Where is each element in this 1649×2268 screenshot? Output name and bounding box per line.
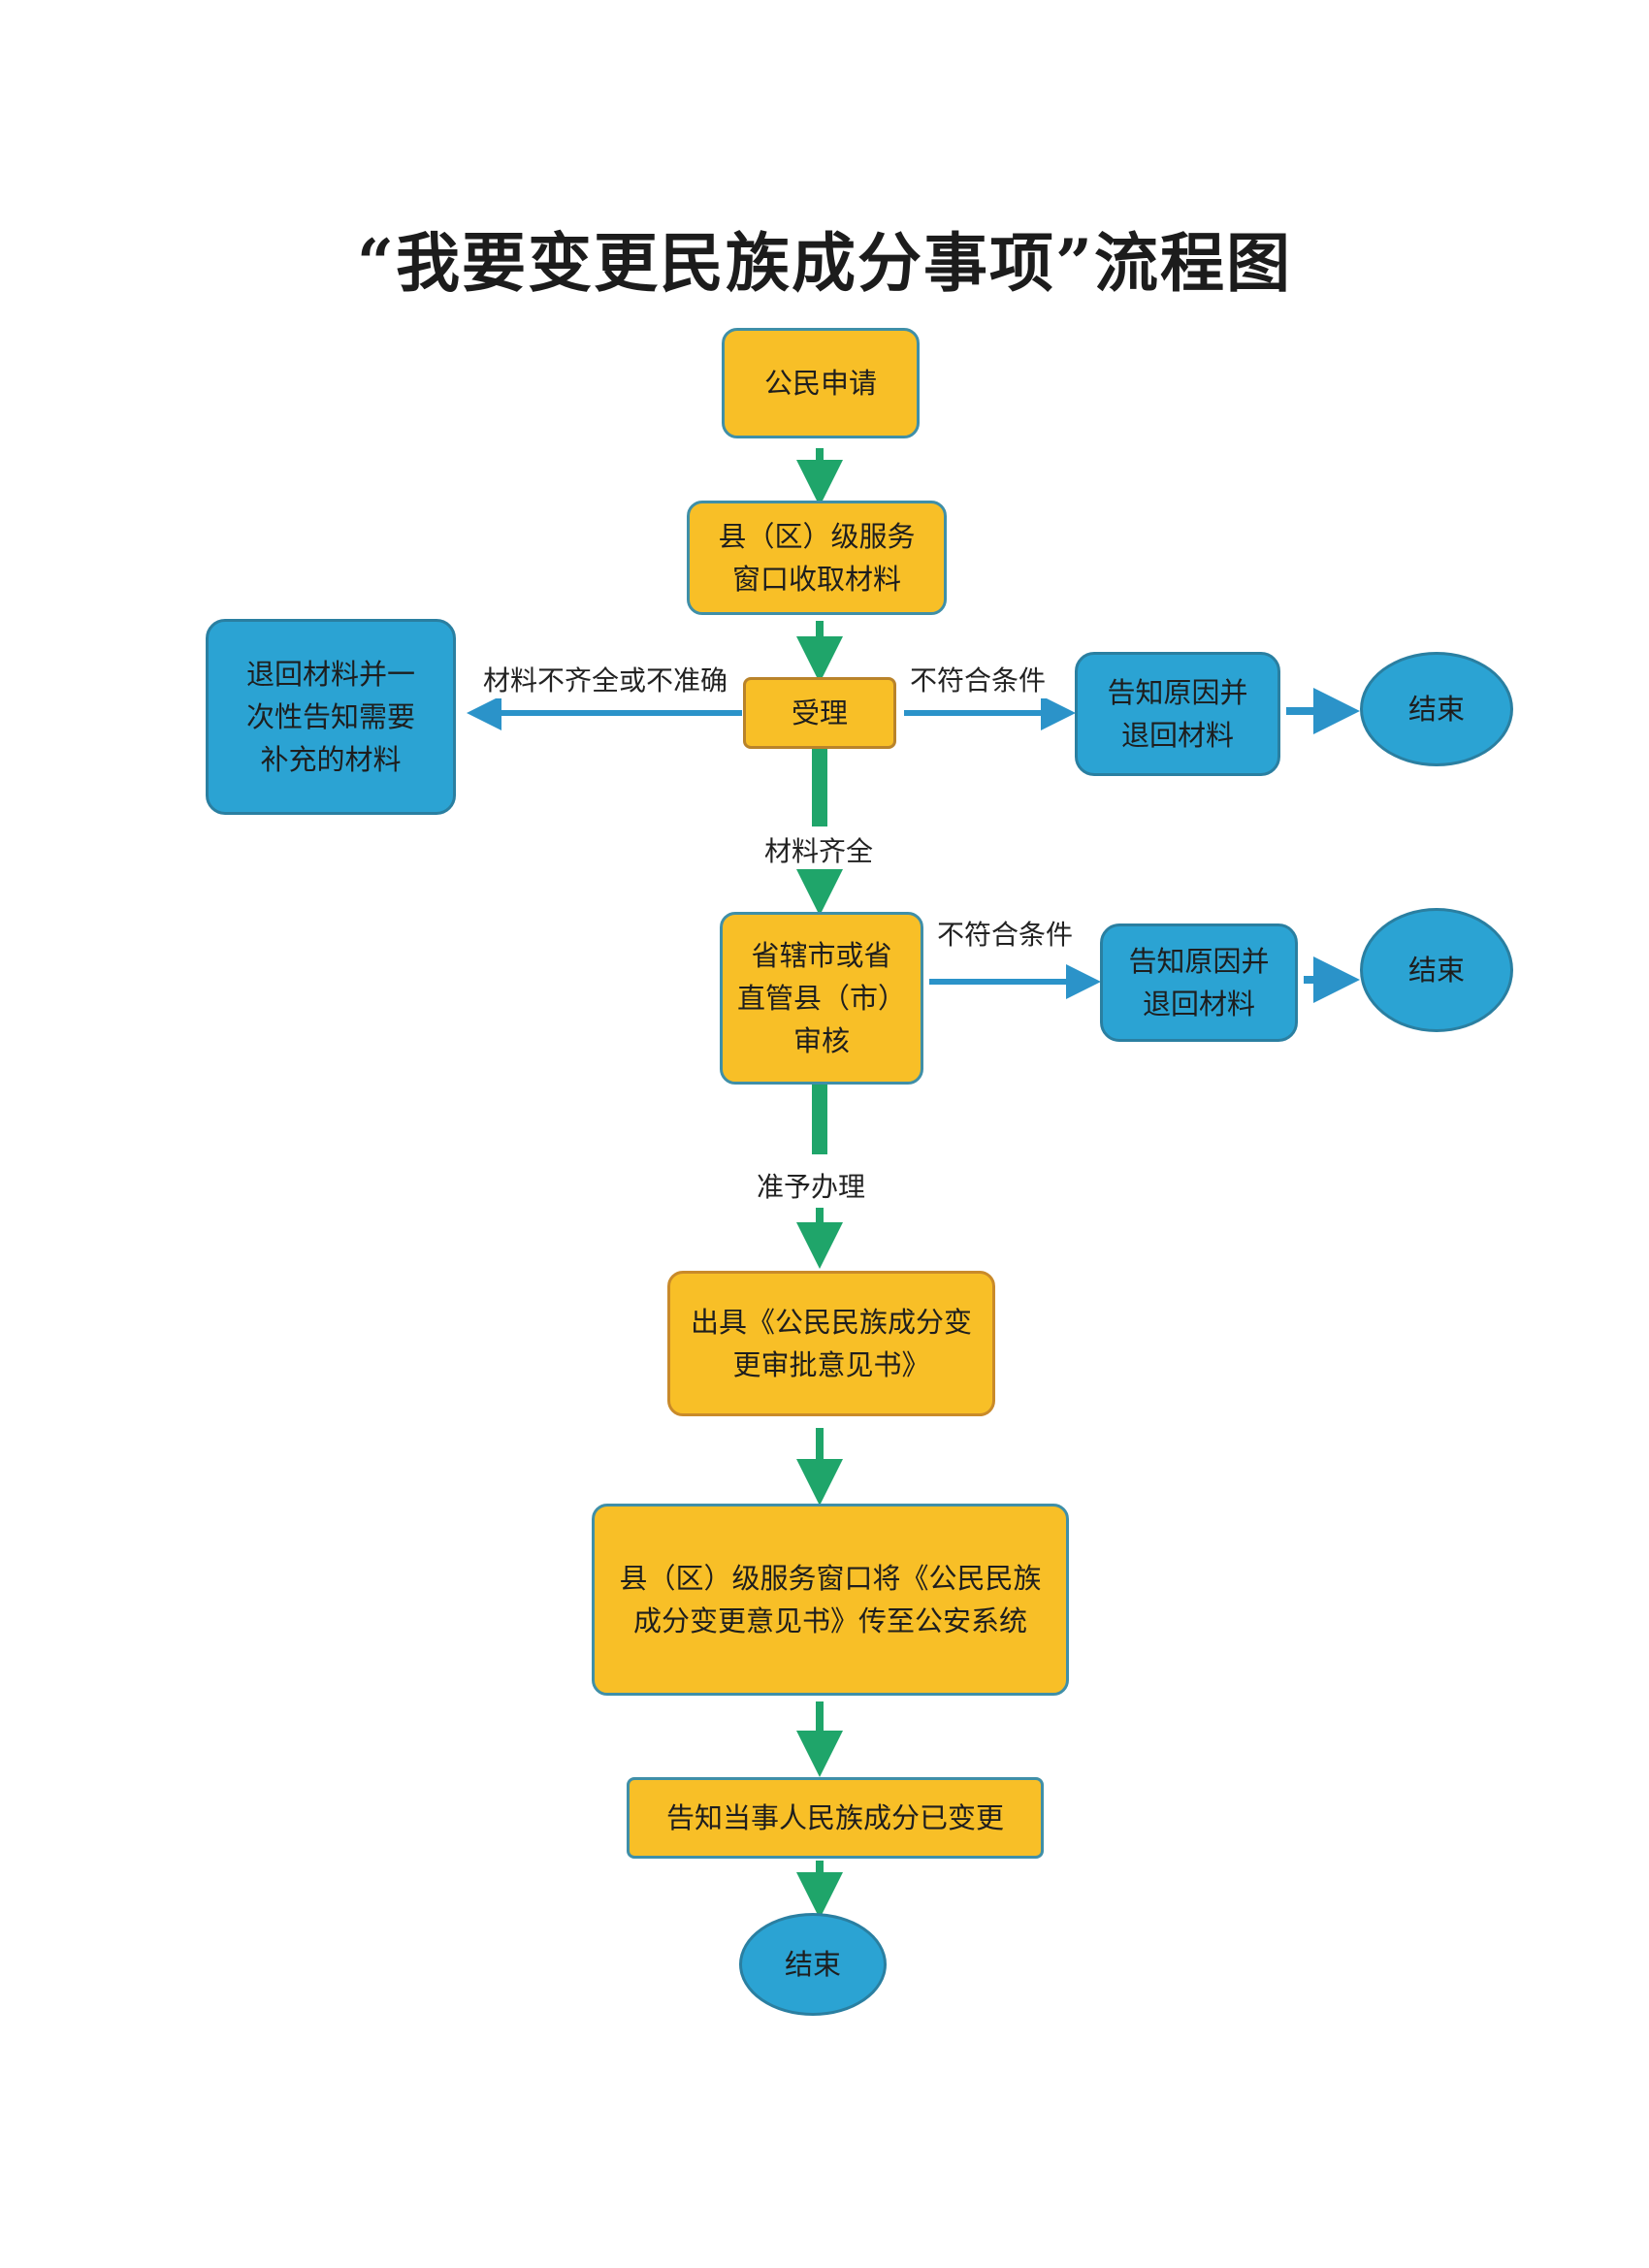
node-end-1-label: 结束	[1407, 693, 1465, 726]
edge-label-not-qualified-2: 不符合条件	[933, 914, 1078, 953]
node-end-final: 结束	[739, 1913, 887, 2016]
node-transmit-police: 县（区）级服务窗口将《公民民族 成分变更意见书》传至公安系统	[592, 1504, 1069, 1696]
edge-label-not-qualified-1: 不符合条件	[906, 660, 1051, 698]
node-end-final-label: 结束	[784, 1948, 841, 1981]
node-end-2-label: 结束	[1407, 954, 1465, 987]
edge-label-incomplete: 材料不齐全或不准确	[479, 660, 732, 698]
node-issue-opinion-label: 出具《公民民族成分变 更审批意见书》	[690, 1306, 972, 1381]
edge-label-complete: 材料齐全	[760, 830, 878, 869]
node-window-collect: 县（区）级服务 窗口收取材料	[687, 501, 947, 615]
node-inform-party: 告知当事人民族成分已变更	[627, 1777, 1044, 1859]
node-end-2: 结束	[1360, 908, 1513, 1032]
node-notify-return-2: 告知原因并 退回材料	[1100, 923, 1298, 1042]
node-transmit-police-label: 县（区）级服务窗口将《公民民族 成分变更意见书》传至公安系统	[619, 1562, 1042, 1637]
node-citizen-apply: 公民申请	[722, 328, 920, 438]
node-accept: 受理	[743, 677, 896, 749]
node-citizen-apply-label: 公民申请	[763, 367, 877, 400]
node-notify-return-1-label: 告知原因并 退回材料	[1107, 676, 1248, 752]
edge-label-approved: 准予办理	[753, 1166, 870, 1205]
node-inform-party-label: 告知当事人民族成分已变更	[665, 1801, 1004, 1834]
node-notify-return-2-label: 告知原因并 退回材料	[1128, 945, 1270, 1021]
node-accept-label: 受理	[791, 697, 848, 729]
page-title: “我要变更民族成分事项”流程图	[357, 225, 1292, 301]
node-window-collect-label: 县（区）级服务 窗口收取材料	[718, 520, 916, 596]
node-review-label: 省辖市或省 直管县（市） 审核	[736, 939, 906, 1057]
node-notify-return-1: 告知原因并 退回材料	[1075, 652, 1280, 776]
node-review: 省辖市或省 直管县（市） 审核	[720, 912, 923, 1085]
node-end-1: 结束	[1360, 652, 1513, 766]
node-return-supplement-label: 退回材料并一 次性告知需要 补充的材料	[245, 658, 415, 776]
node-return-supplement: 退回材料并一 次性告知需要 补充的材料	[206, 619, 456, 815]
node-issue-opinion: 出具《公民民族成分变 更审批意见书》	[667, 1271, 995, 1416]
